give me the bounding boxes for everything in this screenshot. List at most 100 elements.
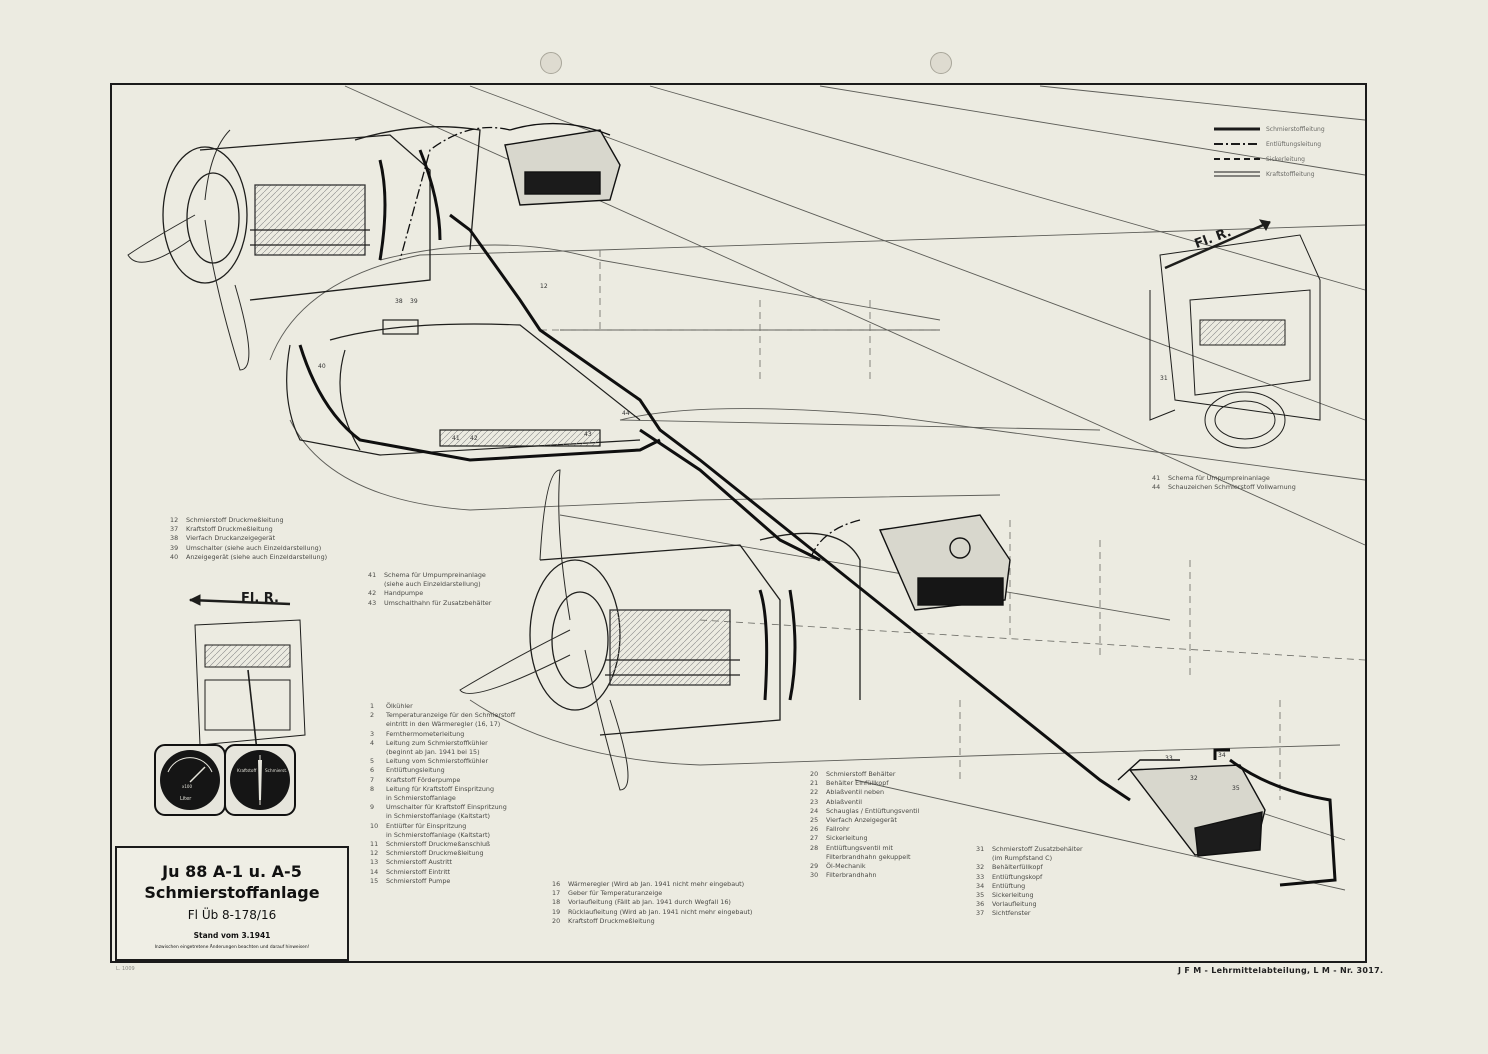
- auxiliary-tank: [1117, 759, 1266, 857]
- line-legend: Schmierstoffleitung Entlüftungsleitung S…: [1212, 122, 1325, 182]
- airframe-outline: [269, 85, 1366, 891]
- inset-cockpit-panel: [1149, 219, 1321, 449]
- title-aircraft: Ju 88 A-1 u. A-5: [162, 862, 302, 881]
- legend-number: 16: [552, 880, 561, 888]
- legend-number: 44: [1152, 483, 1161, 492]
- title-note: Inzwischen eingetretene Änderungen beach…: [154, 945, 310, 950]
- gauge-right-right-label: Schmierst.: [265, 768, 287, 773]
- legend-text: Schmierstoff Austritt: [386, 858, 453, 867]
- lower-propeller: [459, 469, 629, 791]
- legend-number: 19: [552, 907, 561, 916]
- title-system: Schmierstoffanlage: [144, 883, 320, 902]
- legend-text: Kraftstoff Druckmeßleitung: [186, 525, 273, 534]
- inset-gauges: [154, 744, 296, 816]
- legend-item: (im Rumpfstand C): [976, 854, 1083, 863]
- legend-text: Temperaturanzeige für den Schmierstoff: [386, 711, 516, 720]
- legend-text: Umschalter für Kraftstoff Einspritzung: [386, 803, 507, 812]
- legend-number: 33: [976, 872, 985, 881]
- inset-switch-panel: [188, 594, 306, 761]
- legend-text: Geber für Temperaturanzeige: [568, 889, 663, 898]
- legend-number: 12: [370, 849, 379, 858]
- vent-lines: [399, 126, 861, 561]
- legend-text: Umschalthahn für Zusatzbehälter: [384, 598, 492, 607]
- legend-number: 11: [370, 840, 379, 849]
- legend-number: 40: [170, 552, 179, 561]
- legend-text: Kraftstoff Druckmeßleitung: [568, 916, 655, 925]
- dashed-lines: [540, 250, 1366, 800]
- legend-text: Schmierstoff Druckmeßanschluß: [386, 840, 491, 849]
- legend-text: Entlüftungsleitung: [386, 766, 445, 775]
- legend-number: 20: [810, 770, 819, 778]
- legend-text: Vorlaufleitung: [992, 900, 1037, 909]
- legend-number: 35: [976, 891, 985, 900]
- legend-text: Vierfach Druckanzeigegerät: [186, 534, 276, 543]
- oil-lines: [298, 149, 1337, 887]
- legend-number: 32: [976, 863, 985, 872]
- legend-number: 4: [370, 738, 375, 747]
- legend-text: Anzeigegerät (siehe auch Einzeldarstellu…: [186, 552, 328, 561]
- line-style-samples: [1214, 127, 1260, 177]
- drawing-frame: [110, 83, 1367, 963]
- legend-text: Öl-Mechanik: [826, 862, 866, 871]
- line-legend-item: Sickerleitung: [1212, 152, 1325, 167]
- legend-item: in Schmierstoffanlage (Kaltstart): [370, 831, 515, 840]
- lower-oil-tank: [878, 514, 1011, 611]
- legend-text: Filterbrandhahn gekuppelt: [826, 852, 911, 861]
- legend-text: Entlüftungsventil mit: [826, 843, 893, 852]
- callout-number: 43: [584, 431, 592, 438]
- legend-text: Schauglas / Entlüftungsventil: [826, 806, 920, 815]
- callout-number: 35: [1232, 785, 1240, 792]
- gauge-left-label: Liter: [180, 796, 192, 802]
- legend-number: 41: [1152, 474, 1161, 482]
- legend-text: Leitung vom Schmierstoffkühler: [386, 757, 489, 766]
- legend-item: in Schmierstoffanlage (Kaltstart): [370, 812, 515, 821]
- legend-number: 9: [370, 803, 375, 812]
- legend-text: Handpumpe: [384, 589, 424, 598]
- line-legend-item: Entlüftungsleitung: [1212, 137, 1325, 152]
- callout-number: 42: [470, 435, 478, 442]
- callout-number: 39: [410, 298, 418, 305]
- legend-number: 25: [810, 816, 819, 825]
- callout-number: 31: [1160, 375, 1168, 382]
- legend-text: Ablaßventil neben: [826, 788, 885, 797]
- legend-number: 29: [810, 862, 819, 871]
- legend-number: 15: [370, 876, 379, 885]
- legend-item: eintritt in den Wärmeregler (16, 17): [370, 720, 515, 729]
- legend-item: 13 Schmierstoff Austritt: [370, 858, 515, 867]
- callout-number: 33: [1165, 755, 1173, 762]
- legend-item: 29 Öl-Mechanik: [810, 862, 919, 871]
- legend-number: 3: [370, 729, 375, 738]
- legend-number: 37: [976, 909, 985, 918]
- callout-number: 12: [540, 283, 548, 290]
- legend-number: 13: [370, 858, 379, 867]
- legend-text: Sickerleitung: [826, 834, 868, 843]
- callout-number: 34: [1218, 752, 1226, 759]
- upper-oil-tank: [504, 122, 621, 206]
- legend-text: Schauzeichen Schmierstoff Vollwarnung: [1168, 483, 1296, 492]
- title-block: Ju 88 A-1 u. A-5 Schmierstoffanlage Fl Ü…: [115, 846, 349, 961]
- legend-number: 31: [976, 845, 985, 853]
- legend-text: in Schmierstoffanlage (Kaltstart): [386, 812, 491, 821]
- line-legend-label: Schmierstoffleitung: [1266, 126, 1325, 133]
- gauge-left-scale: x100: [182, 784, 192, 789]
- legend-text: Schmierstoff Zusatzbehälter: [992, 845, 1083, 853]
- legend-text: in Schmierstoffanlage (Kaltstart): [386, 830, 491, 839]
- legend-item: 11 Schmierstoff Druckmeßanschluß: [370, 840, 515, 849]
